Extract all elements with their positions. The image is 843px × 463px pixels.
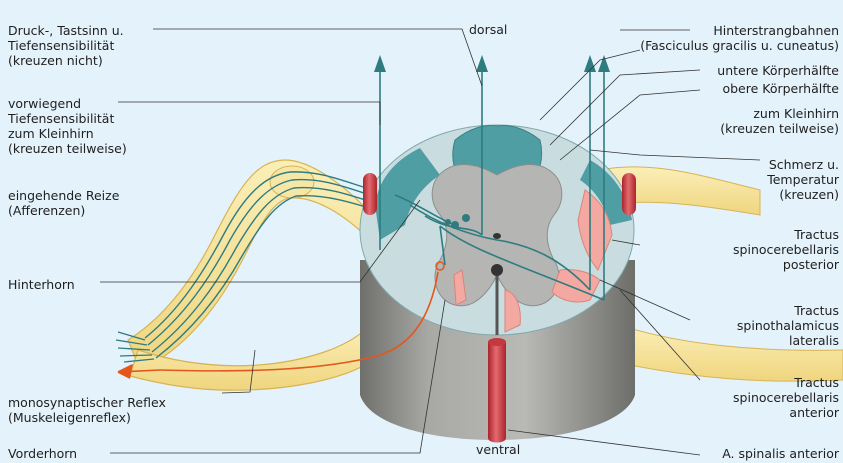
anterior-spinal-artery (488, 342, 506, 443)
central-canal (493, 233, 501, 239)
label-dorsal-horn: Hinterhorn (8, 277, 75, 292)
label-tractus-spinocerebellaris-anterior: Tractus spinocerebellaris anterior (733, 375, 839, 420)
artery-right (622, 173, 636, 215)
label-pain-temperature: Schmerz u. Temperatur (kreuzen) (767, 157, 839, 202)
label-ventral-horn: Vorderhorn (8, 446, 77, 461)
ventral-label: ventral (476, 442, 520, 457)
label-afferent-stimuli: eingehende Reize (Afferenzen) (8, 188, 119, 218)
label-monosynaptic-reflex: monosynaptischer Reflex (Muskeleigenrefl… (8, 395, 166, 425)
label-pressure-touch: Druck-, Tastsinn u. Tiefensensibilität (… (8, 23, 124, 68)
artery-left (363, 173, 377, 215)
label-upper-body: obere Körperhälfte (722, 81, 839, 96)
arrowheads (374, 55, 610, 72)
label-to-cerebellum: zum Kleinhirn (kreuzen teilweise) (720, 106, 839, 136)
label-anterior-spinal-artery: A. spinalis anterior (722, 446, 839, 461)
label-tractus-spinocerebellaris-posterior: Tractus spinocerebellaris posterior (733, 227, 839, 272)
spinal-ganglion (270, 166, 314, 198)
label-tractus-spinothalamicus-lateralis: Tractus spinothalamicus lateralis (737, 303, 839, 348)
label-lower-body: untere Körperhälfte (717, 63, 839, 78)
label-posterior-columns: Hinterstrangbahnen (Fasciculus gracilis … (640, 23, 839, 53)
label-proprioception: vorwiegend Tiefensensibilität zum Kleinh… (8, 96, 127, 156)
dorsal-label: dorsal (469, 22, 507, 37)
